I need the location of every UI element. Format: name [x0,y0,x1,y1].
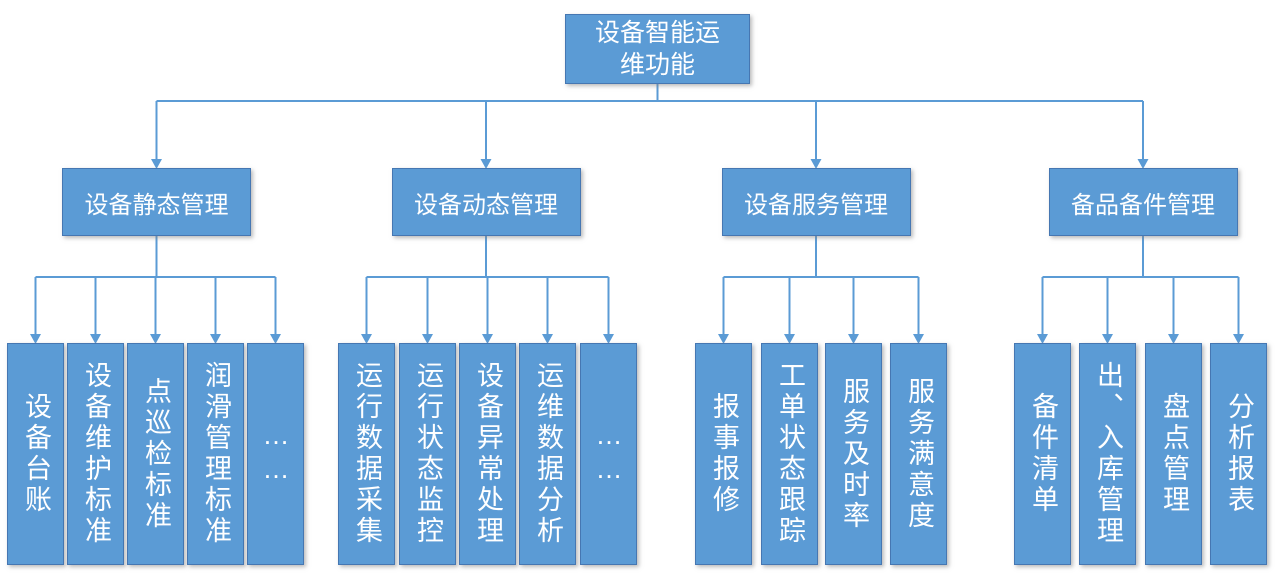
leaf-node: 运行状态监控 [399,343,456,565]
leaf-node: 运维数据分析 [519,343,576,565]
leaf-label: 分析报表 [1224,392,1254,516]
leaf-label: 工单状态跟踪 [775,361,805,547]
branch-label: 设备动态管理 [414,191,558,219]
leaf-node: 盘点管理 [1145,343,1202,565]
leaf-node: 出、入库管理 [1079,343,1136,565]
branch-node-1: 设备静态管理 [62,168,251,236]
leaf-label: …… [594,420,624,488]
leaf-node: 设备维护标准 [67,343,124,565]
leaf-label: 服务满意度 [904,376,934,532]
leaf-label: 运行数据采集 [352,361,382,547]
root-node: 设备智能运维功能 [565,14,750,84]
leaf-label: 备件清单 [1028,392,1058,516]
leaf-node: 润滑管理标准 [187,343,244,565]
leaf-node: 设备台账 [7,343,64,565]
leaf-label: 设备异常处理 [473,361,503,547]
leaf-label: …… [261,420,291,488]
leaf-node: 分析报表 [1210,343,1267,565]
leaf-label: 设备台账 [21,392,51,516]
leaf-label: 润滑管理标准 [201,361,231,547]
leaf-node: 备件清单 [1014,343,1071,565]
leaf-node: 设备异常处理 [459,343,516,565]
leaf-label: 盘点管理 [1159,392,1189,516]
branch-label: 设备服务管理 [744,191,888,219]
leaf-node: 工单状态跟踪 [761,343,818,565]
root-label: 设备智能运维功能 [594,18,720,80]
leaf-node: 运行数据采集 [338,343,395,565]
leaf-node: 服务满意度 [890,343,947,565]
leaf-label: 设备维护标准 [81,361,111,547]
leaf-node: 服务及时率 [825,343,882,565]
branch-node-3: 设备服务管理 [721,168,911,236]
leaf-node: …… [247,343,304,565]
branch-node-4: 备品备件管理 [1048,168,1238,236]
leaf-node: …… [580,343,637,565]
branch-label: 设备静态管理 [84,191,229,219]
leaf-label: 报事报修 [709,392,739,516]
branch-label: 备品备件管理 [1071,191,1215,219]
leaf-label: 运行状态监控 [413,361,443,547]
leaf-label: 点巡检标准 [141,376,171,532]
leaf-node: 点巡检标准 [127,343,184,565]
leaf-node: 报事报修 [695,343,752,565]
leaf-label: 服务及时率 [839,376,869,532]
leaf-label: 出、入库管理 [1093,361,1123,547]
branch-node-2: 设备动态管理 [391,168,581,236]
leaf-label: 运维数据分析 [533,361,563,547]
